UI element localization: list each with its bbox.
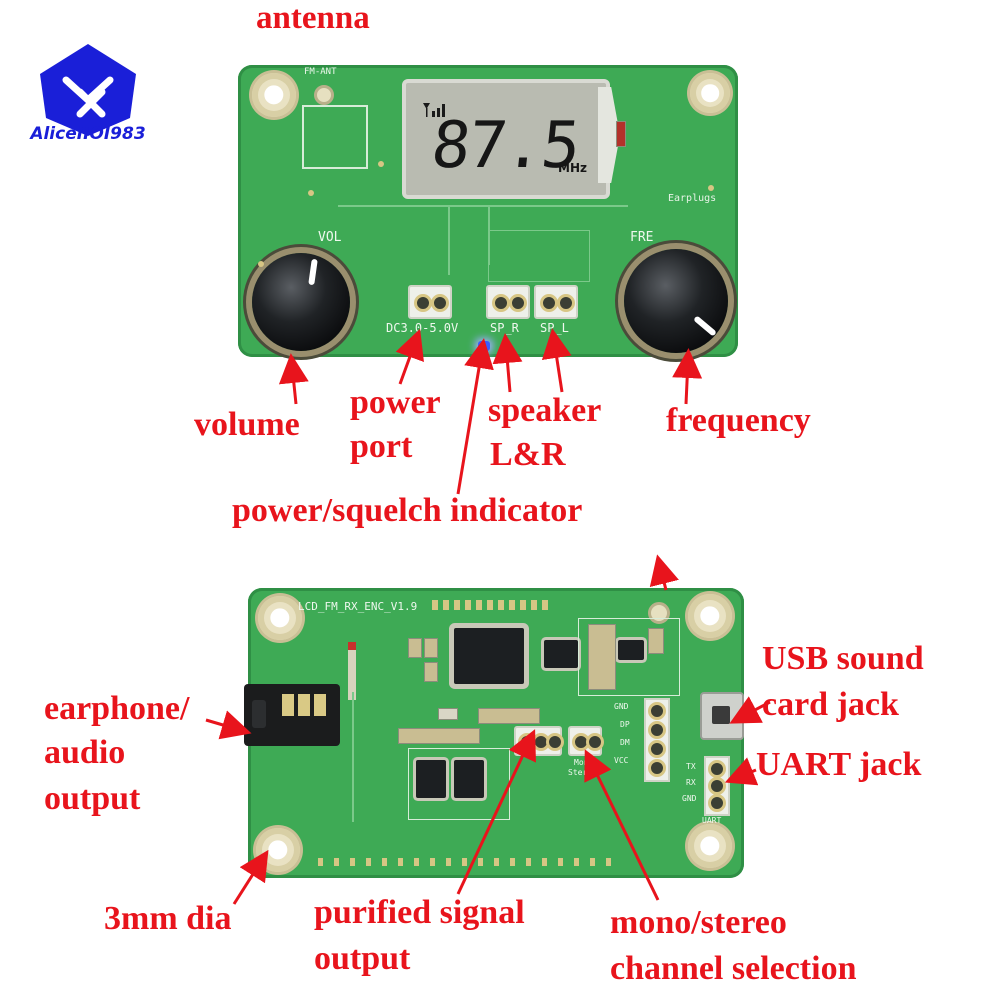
silk-rx: RX (686, 778, 696, 787)
lcd-display: 87.5 MHz (402, 79, 610, 199)
arrow-uart (724, 757, 759, 786)
silk-mono: Mono (574, 758, 594, 767)
arrow-volume (278, 353, 309, 405)
power-terminal (408, 285, 452, 319)
label-earphone-1: earphone/ (44, 690, 190, 727)
logo-emblem-icon (40, 44, 136, 136)
silk-stereo: Stereo (568, 768, 597, 777)
main-ic (454, 628, 524, 684)
signal-bars-icon (423, 103, 445, 117)
mount-hole (252, 73, 296, 117)
silk-dp: DP (620, 720, 630, 729)
ic-2 (544, 640, 578, 668)
arrow-dia (232, 849, 269, 905)
label-power-port-1: power (350, 384, 441, 421)
label-mono-1: mono/stereo (610, 904, 787, 941)
arrow-power-port (395, 328, 424, 385)
silk-outline (302, 105, 368, 169)
audio-jack (244, 684, 340, 746)
lcd-unit: MHz (558, 161, 587, 175)
arrow-frequency (672, 348, 703, 405)
arrow-usb (729, 696, 771, 724)
arrow-earphone (205, 710, 252, 740)
amp-ic (454, 760, 484, 798)
label-speaker-1: speaker (488, 392, 602, 429)
label-antenna: antenna (256, 0, 370, 36)
silk-tx: TX (686, 762, 696, 771)
label-purified-2: output (314, 940, 411, 977)
silk-earplugs: Earplugs (668, 193, 717, 204)
label-usb-2: card jack (762, 686, 899, 723)
silk-dm: DM (620, 738, 630, 747)
silk-vcc: VCC (614, 756, 629, 765)
logo-text: AliceIIOI983 (30, 124, 146, 144)
diode (348, 642, 356, 700)
silk-title: LCD_FM_RX_ENC_V1.9 (298, 600, 418, 613)
label-earphone-2: audio (44, 734, 126, 771)
pin-header-row (432, 600, 552, 610)
silk-fre: FRE (630, 230, 654, 245)
label-speaker-2: L&R (490, 436, 566, 473)
ic-3 (618, 640, 644, 660)
speaker-l-terminal (534, 285, 578, 319)
label-mono-2: channel selection (610, 950, 857, 987)
smd-part (616, 121, 626, 147)
brand-logo: AliceIIOI983 (18, 40, 158, 150)
silk-spr: SP_R (490, 321, 519, 335)
silk-gnd: GND (682, 794, 697, 803)
silk-outline (578, 618, 680, 696)
lcd-tab (598, 87, 620, 183)
bottom-board: LCD_FM_RX_ENC_V1.9 Mono Stereo GND DP DM… (244, 588, 744, 878)
mount-hole (258, 596, 302, 640)
label-uart: UART jack (756, 746, 922, 783)
speaker-r-terminal (486, 285, 530, 319)
mount-hole (688, 594, 732, 638)
mount-hole (690, 73, 730, 113)
antenna-pad (314, 85, 334, 105)
arrow-indicator (456, 338, 494, 495)
pad-row (318, 858, 618, 866)
arrow-speaker-l (541, 328, 572, 393)
label-earphone-3: output (44, 780, 141, 817)
arrow-antenna-bottom (649, 554, 679, 591)
silk-uart: UART (702, 816, 722, 825)
arrow-mono (584, 749, 660, 901)
silk-trace (488, 205, 490, 265)
top-board: FM-ANT 87.5 MHz Earplugs VOL FRE (238, 65, 738, 357)
label-volume: volume (194, 406, 300, 443)
silk-ant: FM-ANT (304, 67, 337, 77)
frequency-knob[interactable] (624, 249, 728, 353)
amp-ic (416, 760, 446, 798)
label-power-port-2: port (350, 428, 413, 465)
silk-trace (352, 692, 354, 822)
label-usb-1: USB sound (762, 640, 924, 677)
silk-gnd: GND (614, 702, 629, 711)
label-purified-1: purified signal (314, 894, 525, 931)
mount-hole (688, 824, 732, 868)
usb-header (644, 698, 670, 782)
silk-trace (338, 205, 628, 207)
arrow-purified (456, 729, 536, 895)
label-indicator: power/squelch indicator (232, 492, 583, 529)
silk-trace (448, 205, 450, 275)
arrow-speaker-r (492, 333, 523, 393)
label-frequency: frequency (666, 402, 811, 439)
volume-knob[interactable] (252, 253, 350, 351)
silk-vol: VOL (318, 230, 342, 245)
silk-outline (488, 230, 590, 282)
label-dia: 3mm dia (104, 900, 232, 937)
